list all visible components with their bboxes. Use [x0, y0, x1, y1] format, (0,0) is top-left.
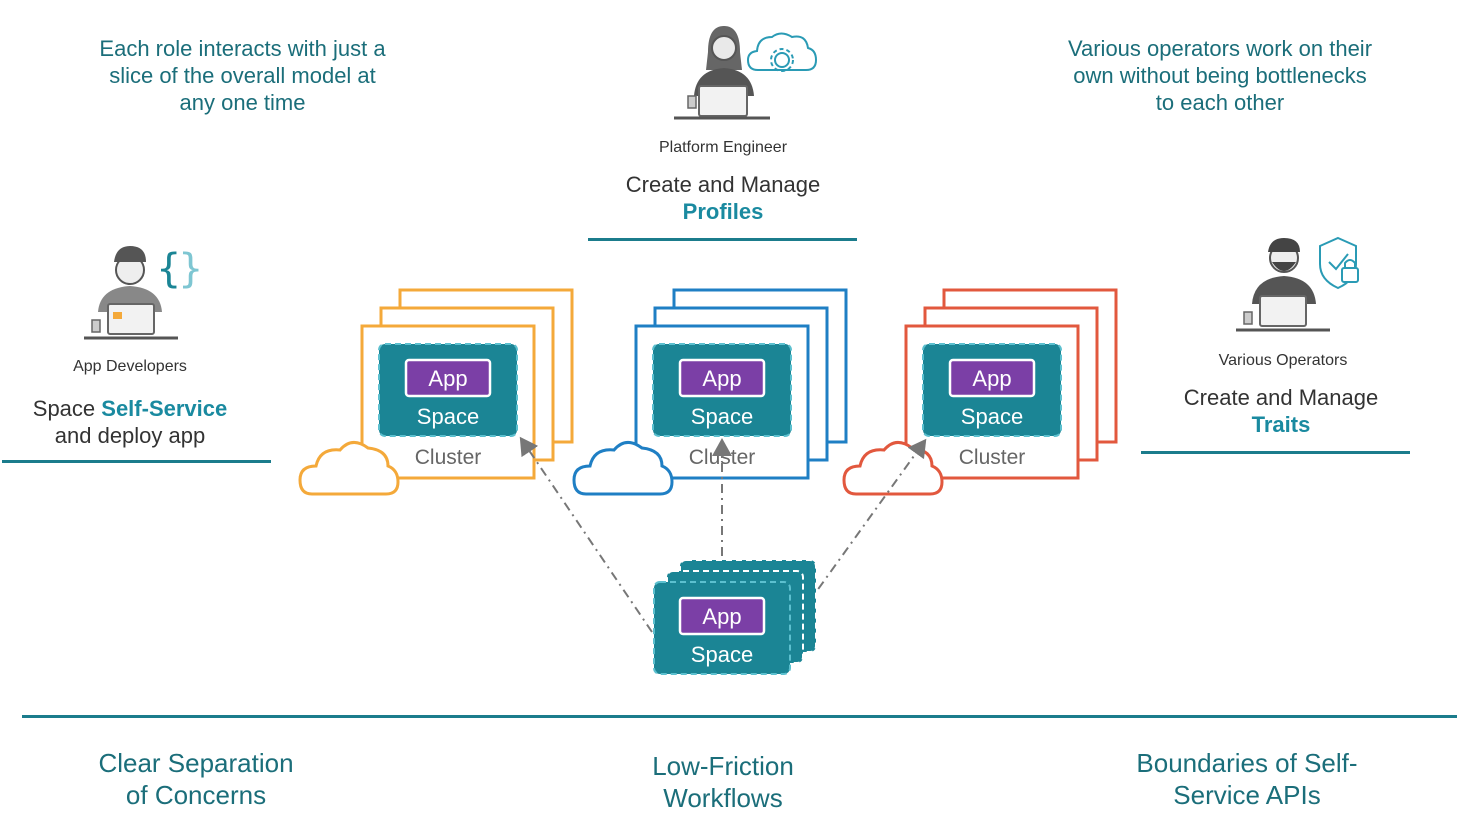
action-text: Create and Manage	[625, 172, 821, 197]
curly-braces-icon: { }	[156, 246, 203, 292]
note-line: slice of the overall model at	[109, 62, 376, 88]
space-label: Space	[691, 404, 753, 429]
bottom-divider	[22, 715, 1457, 718]
note-line: any one time	[179, 89, 306, 115]
note-operators-independent: Various operators work on their own with…	[1015, 36, 1425, 116]
caption-separation-of-concerns: Clear Separation of Concerns	[40, 748, 352, 811]
role-platform-engineer: Platform Engineer	[658, 139, 788, 156]
action-prefix: Space	[32, 396, 102, 421]
profiles-highlight: Profiles	[682, 198, 764, 224]
action-text: Create and Manage	[1183, 385, 1379, 410]
action-line-2: and deploy app	[54, 422, 206, 448]
cloud-icon	[298, 441, 400, 496]
cloud-icon	[572, 441, 674, 496]
cluster-label: Cluster	[959, 446, 1026, 469]
app-box	[404, 358, 492, 398]
clusters-layer: AppSpaceClusterAppSpaceClusterAppSpaceCl…	[298, 288, 1118, 496]
platform-engineer-underline	[588, 238, 857, 241]
space-label: Space	[961, 404, 1023, 429]
propagation-arrows	[519, 436, 927, 633]
note-line: Each role interacts with just a	[99, 36, 386, 61]
arrow-to-red-cluster	[805, 438, 927, 607]
various-operators-underline	[1141, 451, 1410, 454]
traits-highlight: Traits	[1251, 411, 1311, 437]
caption-low-friction-workflows: Low-Friction Workflows	[578, 751, 868, 814]
caption-line: Low-Friction	[652, 751, 794, 781]
app-box	[678, 596, 766, 636]
app-developer-avatar	[84, 246, 178, 340]
app-label: App	[428, 366, 467, 391]
svg-text:{: {	[156, 246, 181, 292]
app-developers-underline	[2, 460, 271, 463]
operator-avatar	[1236, 238, 1330, 332]
self-service-highlight: Self-Service	[101, 396, 228, 421]
caption-line: of Concerns	[125, 779, 267, 810]
cloud-gear-icon	[746, 32, 818, 72]
platform-engineer-action: Create and Manage Profiles	[592, 172, 854, 226]
caption-self-service-boundaries: Boundaries of Self- Service APIs	[1090, 748, 1404, 811]
cluster-label: Cluster	[415, 446, 482, 469]
app-label: App	[702, 366, 741, 391]
note-line: to each other	[1155, 89, 1285, 115]
arrow-to-orange-cluster	[519, 436, 653, 633]
app-label: App	[972, 366, 1011, 391]
note-line: own without being bottlenecks	[1073, 62, 1367, 88]
action-line-1: Space Self-Service	[0, 396, 260, 423]
space-label: Space	[691, 642, 753, 667]
space-label: Space	[417, 404, 479, 429]
svg-text:}: }	[178, 246, 203, 292]
caption-line: Workflows	[663, 782, 783, 813]
app-box	[678, 358, 766, 398]
caption-line: Boundaries of Self-	[1136, 748, 1358, 778]
app-label: App	[702, 604, 741, 629]
platform-engineer-avatar	[674, 26, 770, 120]
app-developers-action: Space Self-Service and deploy app	[0, 396, 260, 450]
role-app-developers: App Developers	[73, 358, 187, 375]
note-line: Various operators work on their	[1067, 36, 1373, 61]
caption-line: Service APIs	[1173, 779, 1321, 810]
role-various-operators: Various Operators	[1218, 352, 1348, 369]
shield-lock-icon	[1319, 236, 1359, 290]
app-box	[948, 358, 1036, 398]
caption-line: Clear Separation	[98, 748, 294, 778]
note-role-slice: Each role interacts with just a slice of…	[40, 36, 445, 116]
various-operators-action: Create and Manage Traits	[1145, 385, 1417, 439]
